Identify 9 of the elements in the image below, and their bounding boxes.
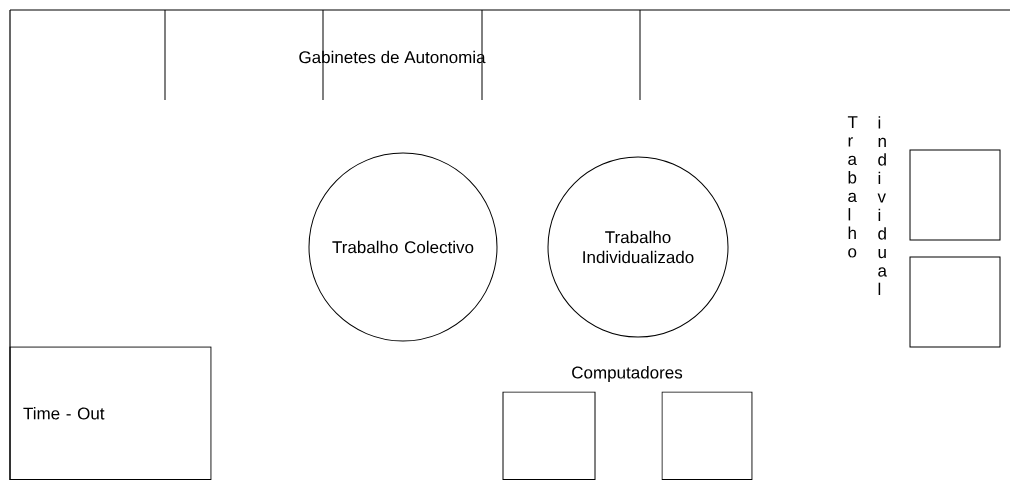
desk-box: [909, 149, 1001, 241]
room-box: Time - Out: [9, 346, 212, 480]
area-label: Computadores: [572, 366, 683, 382]
vertical-label: individual: [877, 116, 887, 295]
desk-box: [909, 256, 1001, 348]
desk-box: [661, 391, 753, 480]
area-label: Gabinetes de Autonomia: [299, 50, 486, 64]
desk-box: [502, 391, 596, 480]
vertical-label: Trabalho: [847, 116, 858, 258]
